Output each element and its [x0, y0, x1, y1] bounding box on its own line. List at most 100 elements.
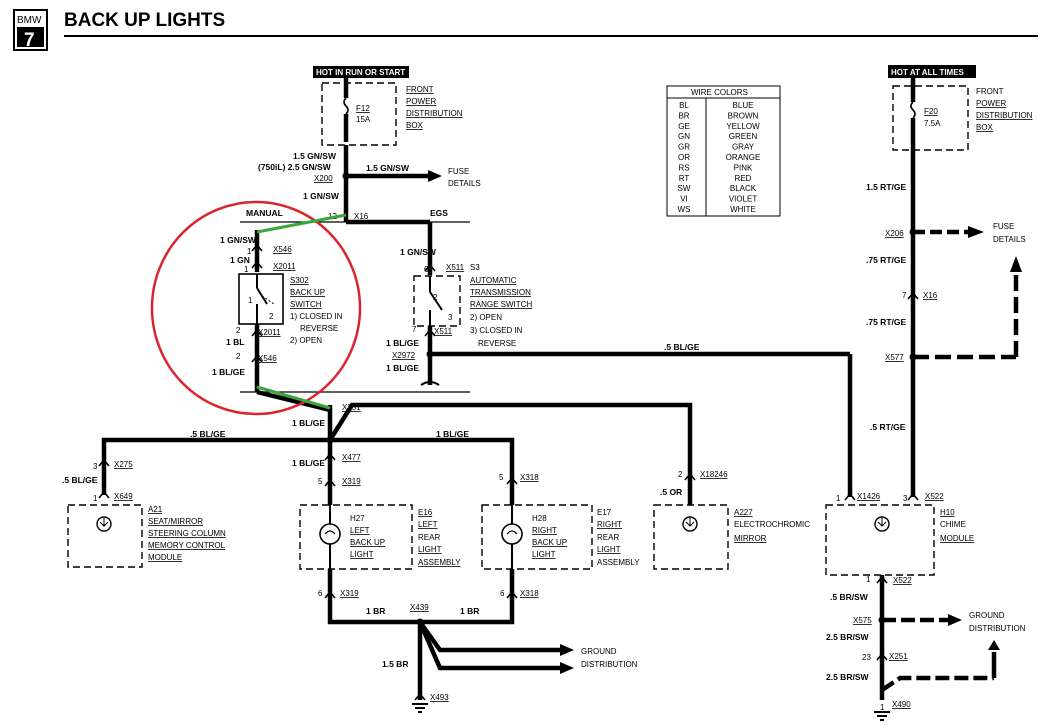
wire-color-name: WHITE	[730, 205, 756, 214]
hot-at-all-times-feed: 1.5 RT/GE X206 FUSE DETAILS .75 RT/GE 7 …	[866, 150, 1026, 497]
svg-text:ASSEMBLY: ASSEMBLY	[418, 558, 461, 567]
svg-text:BOX: BOX	[976, 123, 994, 132]
bmw-series-number: 7	[24, 30, 35, 51]
arrow-up-icon	[1010, 256, 1022, 272]
svg-text:7: 7	[902, 291, 907, 300]
annotation-overlay	[150, 200, 362, 416]
arrow-to-fuse-details-2	[968, 226, 984, 238]
svg-text:POWER: POWER	[406, 97, 436, 106]
wire-color-code: RT	[679, 174, 690, 183]
svg-text:POWER: POWER	[976, 99, 1006, 108]
fuse-f20-symbol	[910, 101, 916, 119]
ground-right: 1 X522 .5 BR/SW X575 GROUND DISTRIBUTION…	[826, 575, 1026, 721]
svg-text:2: 2	[433, 293, 438, 302]
svg-text:S3: S3	[470, 263, 480, 272]
svg-text:.75 RT/GE: .75 RT/GE	[866, 317, 906, 327]
fuse-f12-symbol	[343, 97, 349, 115]
ground-symbol-icon-2	[874, 711, 890, 721]
svg-text:FRONT: FRONT	[976, 87, 1004, 96]
wire-color-code: BR	[678, 111, 689, 120]
svg-text:X16: X16	[354, 212, 369, 221]
wire-color-name: BROWN	[728, 111, 759, 120]
svg-text:3: 3	[903, 494, 908, 503]
svg-text:23: 23	[862, 653, 871, 662]
svg-text:E16: E16	[418, 508, 433, 517]
svg-text:X200: X200	[314, 174, 333, 183]
wire-color-code: VI	[680, 195, 688, 204]
wire-color-name: PINK	[734, 163, 753, 172]
highlight-line-top	[256, 213, 347, 234]
svg-text:MANUAL: MANUAL	[246, 208, 283, 218]
front-power-distribution-box-2	[892, 85, 969, 151]
svg-text:X319: X319	[342, 477, 361, 486]
h28-bulb-icon	[501, 523, 523, 545]
svg-text:X439: X439	[410, 603, 429, 612]
rear-distribution-bus: X251 1 BL/GE .5 BL/GE 1 BL/GE .5 BL/GE 3…	[62, 389, 728, 505]
svg-text:REAR: REAR	[418, 533, 440, 542]
svg-text:1 BL/GE: 1 BL/GE	[292, 458, 325, 468]
svg-text:DETAILS: DETAILS	[993, 235, 1026, 244]
svg-text:H27: H27	[350, 514, 365, 523]
svg-text:BACK UP: BACK UP	[350, 538, 385, 547]
svg-text:X1426: X1426	[857, 492, 881, 501]
svg-text:BACK UP: BACK UP	[290, 288, 325, 297]
svg-text:E17: E17	[597, 508, 612, 517]
svg-text:X546: X546	[258, 354, 277, 363]
svg-text:RIGHT: RIGHT	[597, 520, 622, 529]
svg-text:LEFT: LEFT	[350, 526, 370, 535]
svg-text:BACK UP: BACK UP	[532, 538, 567, 547]
wire-color-code: SW	[678, 184, 691, 193]
svg-text:1 GN/SW: 1 GN/SW	[220, 235, 257, 245]
fuse-f20-block: HOT AT ALL TIMES F20 7.5A FRONT POWER DI…	[888, 65, 1033, 151]
svg-text:X490: X490	[892, 700, 911, 709]
svg-text:F20: F20	[924, 107, 938, 116]
e16-left-rear-light-assembly: H27 LEFT BACK UP LIGHT E16 LEFT REAR LIG…	[299, 504, 461, 570]
svg-text:1: 1	[93, 494, 98, 503]
svg-text:X318: X318	[520, 589, 539, 598]
svg-text:1) CLOSED IN: 1) CLOSED IN	[290, 312, 343, 321]
svg-text:1 BL/GE: 1 BL/GE	[386, 338, 419, 348]
svg-text:REAR: REAR	[597, 533, 619, 542]
svg-text:X251: X251	[889, 652, 908, 661]
arrow-down-icon	[988, 640, 1000, 650]
svg-text:MODULE: MODULE	[148, 553, 182, 562]
svg-text:1 BL/GE: 1 BL/GE	[436, 429, 469, 439]
svg-text:1 GN/SW: 1 GN/SW	[400, 247, 437, 257]
svg-text:15A: 15A	[356, 115, 371, 124]
svg-text:GROUND: GROUND	[969, 611, 1005, 620]
svg-text:2.5 BR/SW: 2.5 BR/SW	[826, 632, 869, 642]
svg-text:.5 OR: .5 OR	[660, 487, 682, 497]
svg-text:A227: A227	[734, 508, 753, 517]
svg-text:X511: X511	[446, 263, 465, 272]
svg-text:X16: X16	[923, 291, 938, 300]
fuse-f12-block: HOT IN RUN OR START F12 15A FRONT POWER …	[313, 66, 463, 146]
svg-text:S302: S302	[290, 276, 309, 285]
h27-bulb-icon	[319, 523, 341, 545]
svg-text:1.5 BR: 1.5 BR	[382, 659, 408, 669]
svg-text:1.5 RT/GE: 1.5 RT/GE	[866, 182, 906, 192]
svg-text:X2011: X2011	[273, 262, 296, 271]
wire-color-name: VIOLET	[729, 195, 758, 204]
svg-text:5: 5	[318, 477, 323, 486]
svg-text:1.5 GN/SW: 1.5 GN/SW	[366, 163, 410, 173]
svg-text:.5 RT/GE: .5 RT/GE	[870, 422, 906, 432]
svg-text:1 BL: 1 BL	[226, 337, 244, 347]
h10-chime-module: 1 X1426 3 X522 H10 CHIME MODULE	[825, 492, 974, 576]
svg-text:5: 5	[499, 473, 504, 482]
front-power-distribution-box-1	[321, 82, 397, 146]
svg-text:H28: H28	[532, 514, 547, 523]
svg-text:2: 2	[236, 326, 241, 335]
wire-color-name: YELLOW	[726, 122, 760, 131]
svg-text:7.5A: 7.5A	[924, 119, 941, 128]
svg-text:2.5 BR/SW: 2.5 BR/SW	[826, 672, 869, 682]
wire-color-code: OR	[678, 153, 690, 162]
svg-text:X577: X577	[885, 353, 904, 362]
svg-text:STEERING COLUMN: STEERING COLUMN	[148, 529, 226, 538]
svg-text:REVERSE: REVERSE	[300, 324, 338, 333]
wire-color-name: GREEN	[729, 132, 758, 141]
svg-text:FUSE: FUSE	[448, 167, 469, 176]
svg-text:DETAILS: DETAILS	[448, 179, 481, 188]
svg-text:1.5 GN/SW: 1.5 GN/SW	[293, 151, 337, 161]
wire-color-code: GR	[678, 143, 690, 152]
